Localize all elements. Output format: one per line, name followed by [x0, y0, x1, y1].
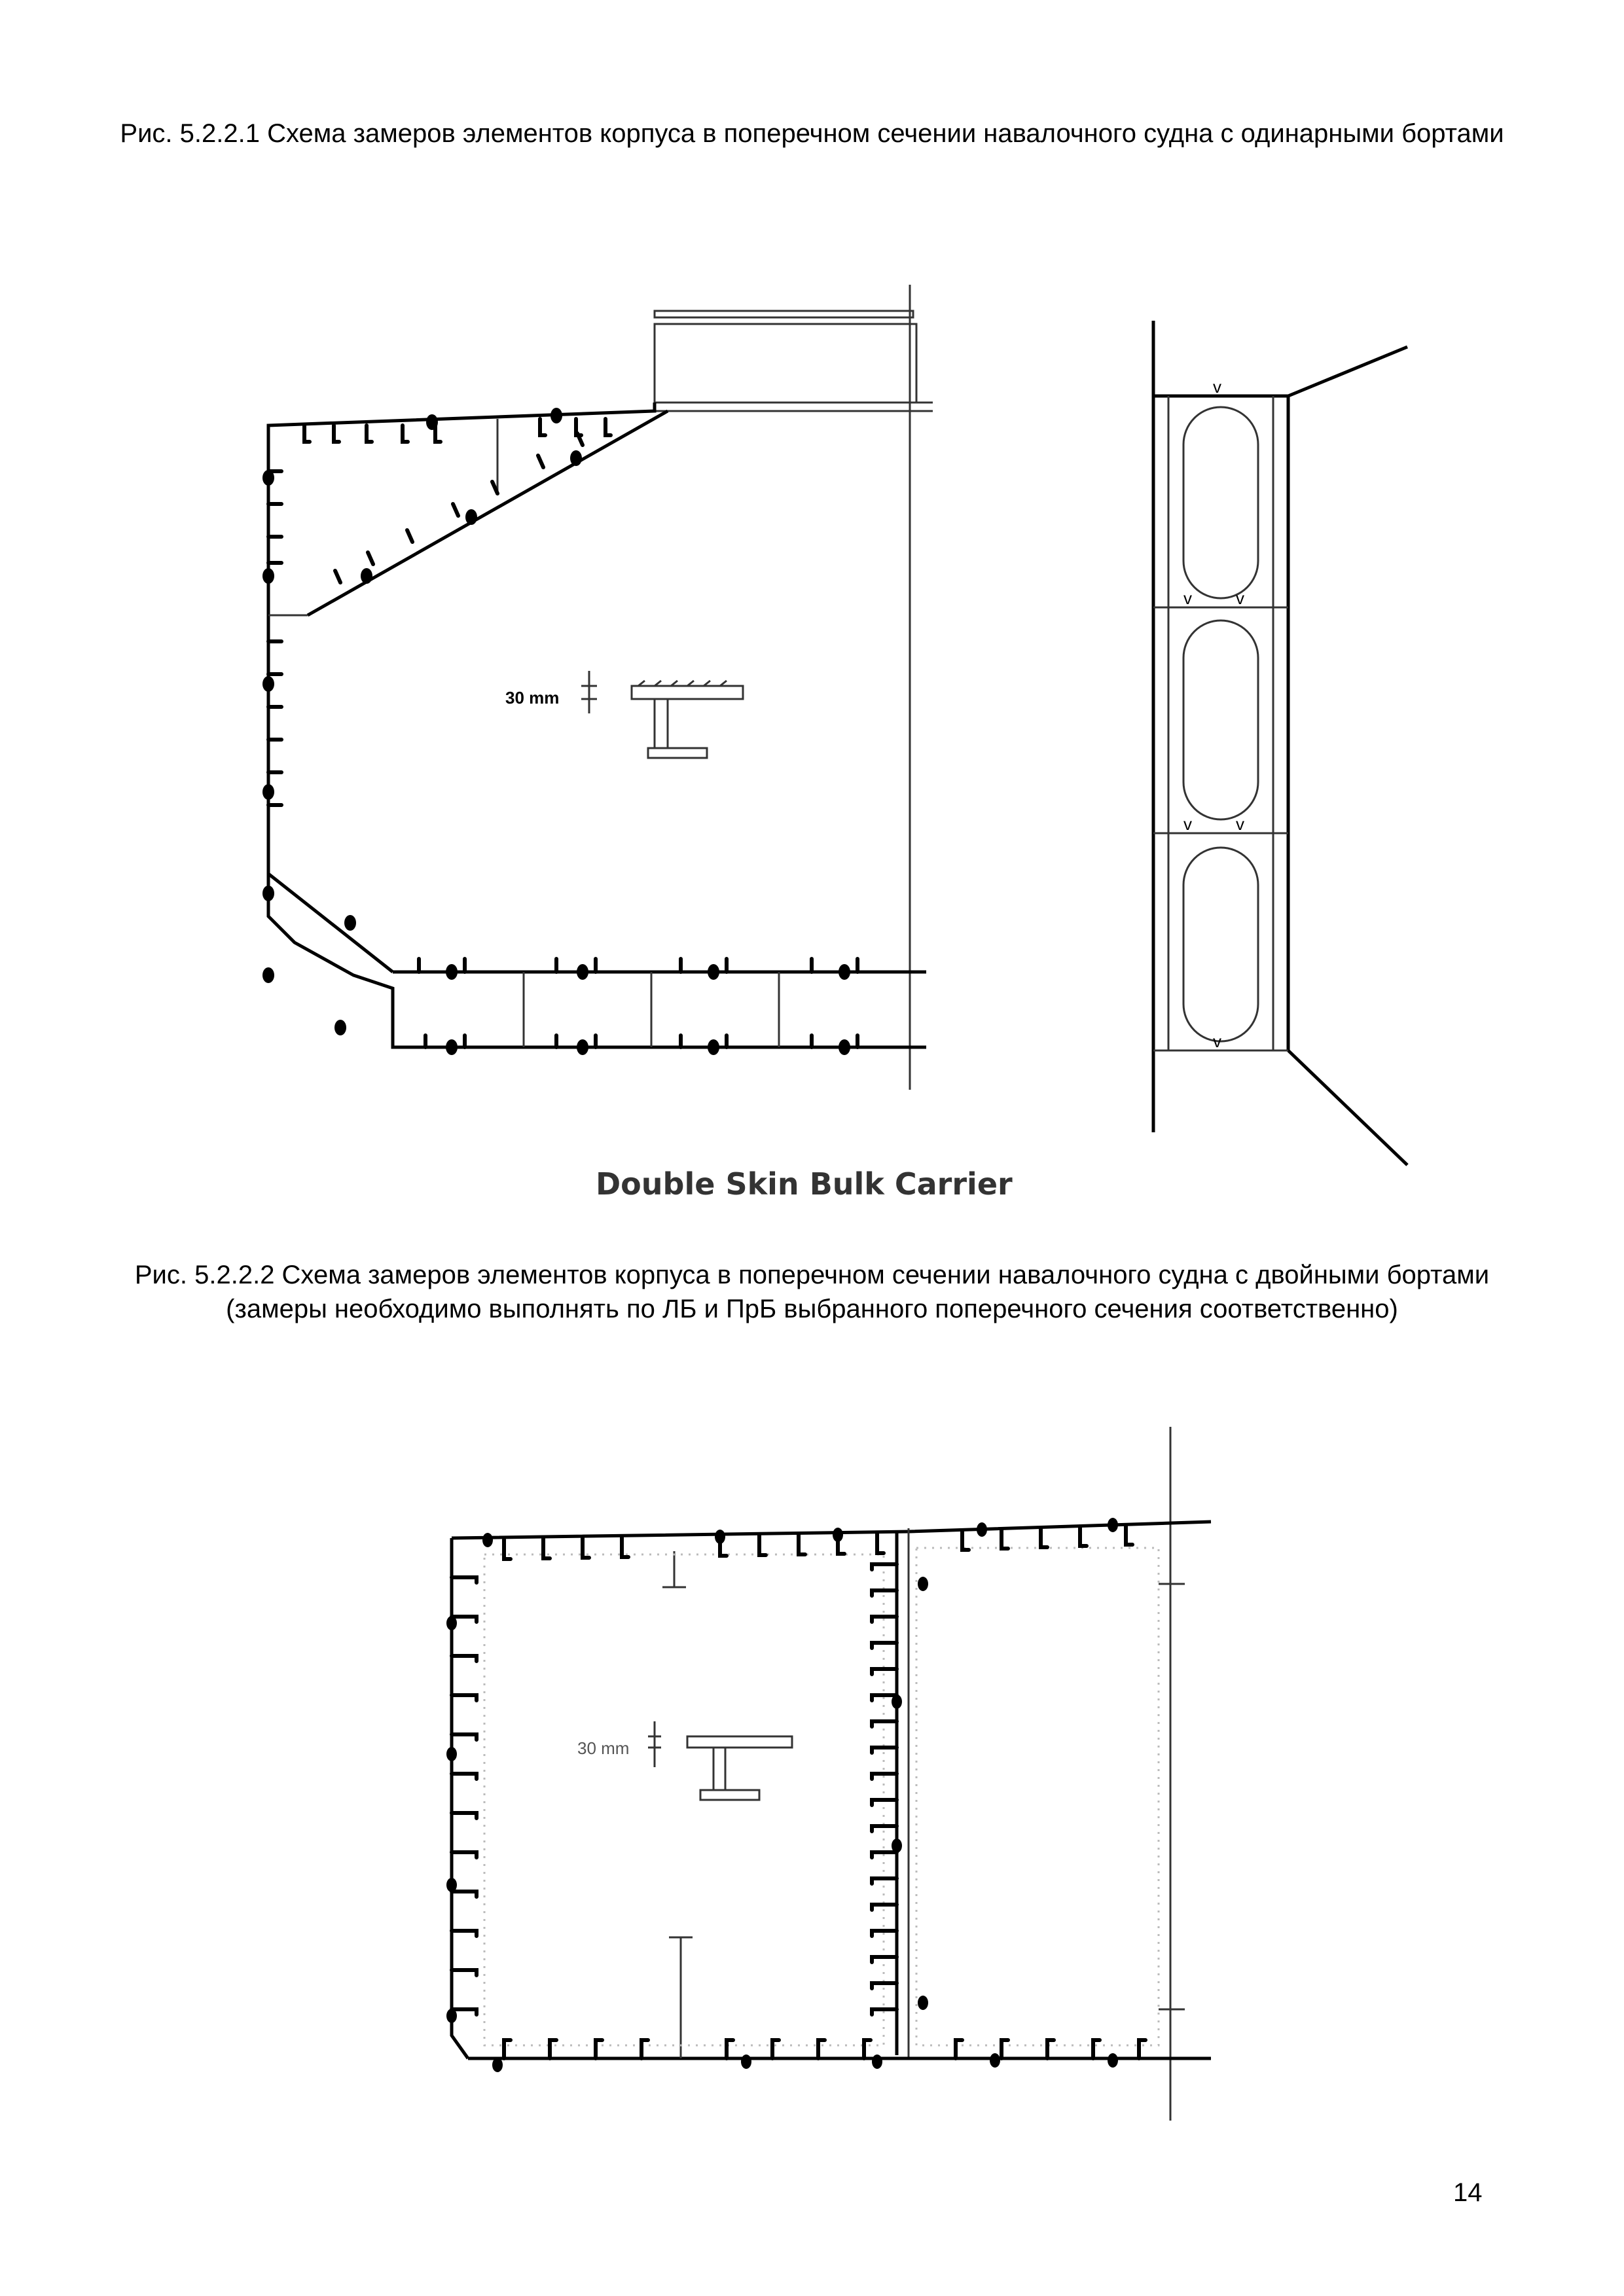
dimension-label: 30 mm — [505, 688, 559, 708]
deck-line — [451, 1520, 1212, 1540]
figure-1-title: Double Skin Bulk Carrier — [596, 1166, 1013, 1202]
figure-1: 30 mm v v v v v v Double Skin Bulk Carri… — [0, 262, 1624, 1244]
section-mark: v — [1236, 814, 1244, 834]
dimension-detail — [648, 1721, 793, 1801]
topside-tank-slope — [306, 409, 669, 617]
section-mark: v — [1213, 1031, 1221, 1051]
single-skin-section-diagram: 30 mm v v v v v v Double Skin Bulk Carri… — [262, 285, 1409, 1202]
side-shell — [450, 1538, 470, 2060]
double-skin-side-view — [1151, 321, 1409, 1166]
section-mark: v — [1213, 377, 1221, 397]
figure-1-caption: Рис. 5.2.2.1 Схема замеров элементов кор… — [120, 119, 1504, 148]
measurement-points — [262, 408, 850, 1055]
section-mark: v — [1183, 588, 1192, 608]
dimension-detail — [581, 671, 744, 759]
hopper-tank-slope — [267, 872, 394, 973]
measurement-points — [446, 1518, 1118, 2072]
section-mark: v — [1236, 588, 1244, 608]
hatch-coaming — [653, 323, 918, 404]
figure-2-caption: Рис. 5.2.2.2 Схема замеров элементов кор… — [134, 1261, 1490, 1323]
hull-outline — [266, 403, 926, 1049]
section-mark: v — [1183, 814, 1192, 834]
double-skin-section-diagram: 30 mm — [446, 1427, 1212, 2121]
figure-2: 30 mm — [0, 1427, 1624, 2147]
page-number: 14 — [1453, 2178, 1483, 2207]
hatch-cover — [653, 310, 914, 319]
dimension-label: 30 mm — [577, 1738, 629, 1758]
